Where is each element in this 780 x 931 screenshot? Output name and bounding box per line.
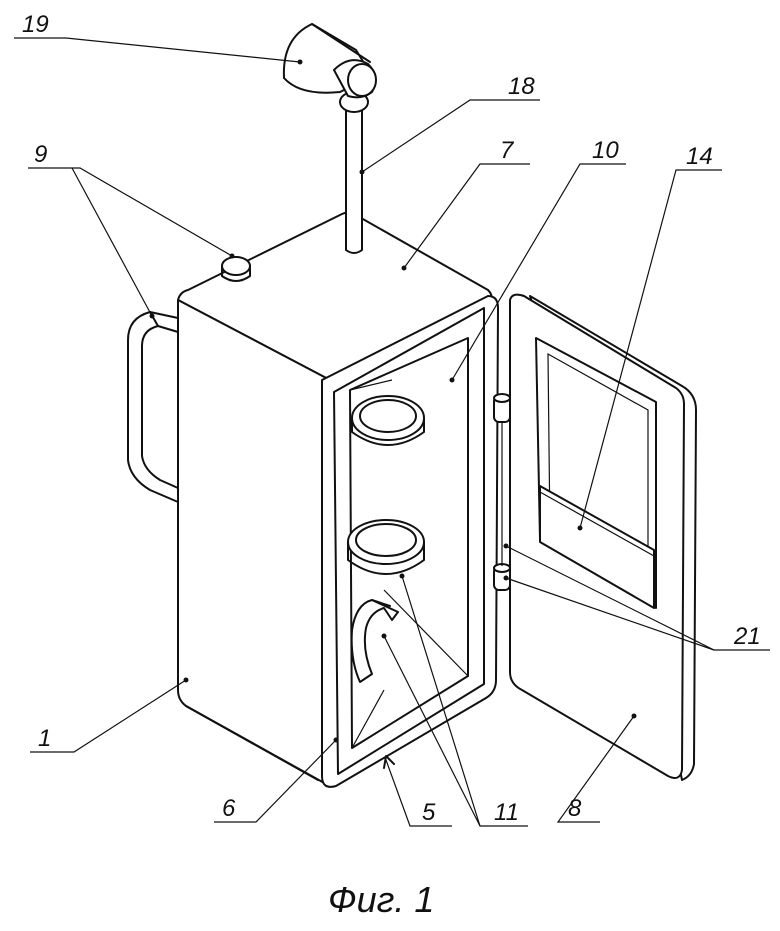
label-19: 19 (22, 11, 49, 38)
label-8: 8 (568, 795, 582, 822)
label-7: 7 (500, 137, 515, 164)
side-handle (128, 312, 178, 502)
label-14: 14 (686, 143, 713, 170)
open-door (510, 295, 696, 780)
cabinet-body (178, 213, 498, 787)
label-10: 10 (592, 137, 619, 164)
label-5: 5 (422, 799, 436, 826)
label-21: 21 (733, 623, 761, 650)
figure-caption: Фиг. 1 (328, 879, 434, 920)
label-9: 9 (34, 141, 47, 168)
label-11: 11 (494, 799, 519, 826)
mast-and-horn (284, 24, 376, 253)
label-18: 18 (508, 73, 535, 100)
label-6: 6 (222, 795, 236, 822)
label-1: 1 (38, 725, 51, 752)
